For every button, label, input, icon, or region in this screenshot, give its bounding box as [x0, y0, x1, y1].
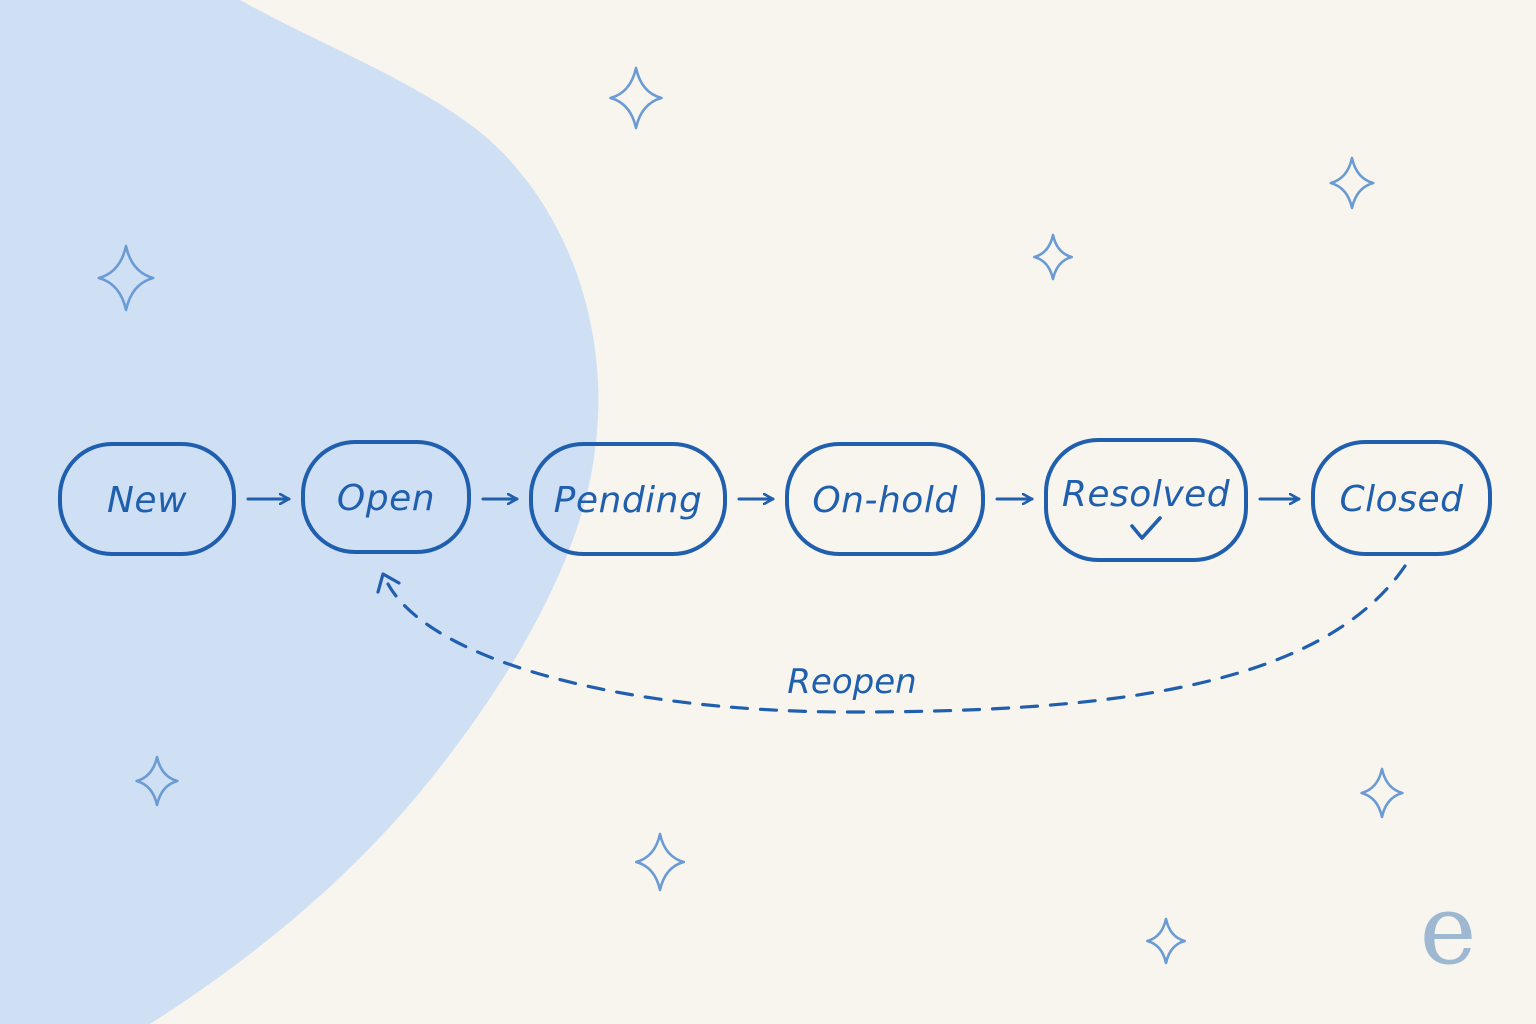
states: New Open Pending On-hold Resolved Closed	[58, 438, 1492, 562]
state-box	[1044, 438, 1248, 562]
state-pending: Pending	[529, 442, 727, 556]
state-resolved: Resolved	[1044, 438, 1248, 562]
background-blob	[0, 0, 599, 1024]
reopen-arrowhead-icon	[376, 572, 401, 594]
state-box	[529, 442, 727, 556]
state-label: New	[107, 480, 187, 521]
state-label: On-hold	[812, 480, 958, 521]
sparkle-icon	[634, 832, 686, 892]
state-label: Resolved	[1062, 474, 1231, 515]
state-box	[785, 442, 985, 556]
sparkle-icon	[1033, 233, 1073, 281]
state-new: New	[58, 442, 236, 556]
reopen-label: Reopen	[787, 662, 916, 702]
sparkle-icon	[1146, 917, 1186, 965]
state-label: Pending	[554, 480, 703, 521]
sparkle-icon	[135, 755, 179, 807]
sparkle-icon	[1329, 156, 1375, 210]
state-box	[301, 440, 471, 554]
e-logo-icon: e	[1420, 874, 1477, 986]
state-box	[58, 442, 236, 556]
state-open: Open	[301, 440, 471, 554]
state-on-hold: On-hold	[785, 442, 985, 556]
sparkle-icon	[609, 66, 663, 130]
state-label: Open	[337, 478, 435, 519]
state-label: Closed	[1340, 479, 1465, 520]
state-closed: Closed	[1311, 440, 1492, 556]
state-box	[1311, 440, 1492, 556]
sparkles	[97, 66, 1404, 965]
sparkle-icon	[97, 244, 155, 312]
check-icon	[1130, 516, 1162, 540]
sparkle-icon	[1360, 767, 1404, 819]
reopen-dashed-arrow	[386, 564, 1407, 714]
reopen-transition: Reopen	[376, 564, 1407, 714]
